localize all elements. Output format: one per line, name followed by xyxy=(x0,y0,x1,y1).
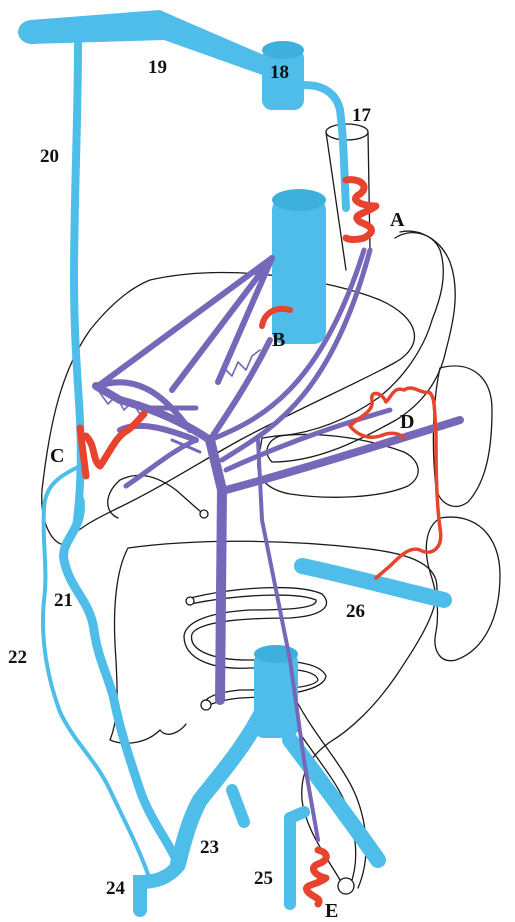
label-17: 17 xyxy=(352,105,372,126)
label-21: 21 xyxy=(54,590,73,611)
label-25: 25 xyxy=(254,868,273,889)
label-23: 23 xyxy=(200,837,219,858)
portal-trunk xyxy=(210,440,222,700)
organ-outlines xyxy=(42,124,500,894)
label-19: 19 xyxy=(148,57,167,78)
vein-18-top xyxy=(262,41,304,59)
intestine-end-bottom xyxy=(201,700,211,710)
spleen-outline xyxy=(433,366,492,506)
vein-ivc-upper-top xyxy=(272,189,326,211)
vein-23-branch xyxy=(232,790,244,822)
vein-19-end xyxy=(18,20,46,44)
anastomosis-d xyxy=(350,388,441,578)
label-a: A xyxy=(390,209,405,231)
label-e: E xyxy=(325,900,338,922)
vein-ivc-upper xyxy=(272,198,326,344)
vein-22 xyxy=(43,468,150,880)
vein-20 xyxy=(74,44,81,528)
anastomosis-e xyxy=(307,850,327,904)
label-18: 18 xyxy=(270,62,289,83)
anastomosis-c xyxy=(80,414,144,476)
vein-25-cap xyxy=(290,812,304,818)
intestine-end-top xyxy=(186,597,194,605)
label-20: 20 xyxy=(40,146,59,167)
inferior-mesenteric-vein xyxy=(258,440,318,840)
label-26: 26 xyxy=(346,601,365,622)
label-24: 24 xyxy=(106,878,126,899)
duodenum-outline xyxy=(108,475,204,518)
label-c: C xyxy=(50,445,64,467)
label-22: 22 xyxy=(8,647,27,668)
label-b: B xyxy=(272,329,285,351)
anastomosis-a xyxy=(346,180,376,240)
duodenum-end xyxy=(200,510,208,518)
rectum-end xyxy=(338,878,354,894)
esophagus-top xyxy=(326,124,368,140)
label-d: D xyxy=(400,411,414,433)
portal-upward-branch-2 xyxy=(98,258,272,386)
